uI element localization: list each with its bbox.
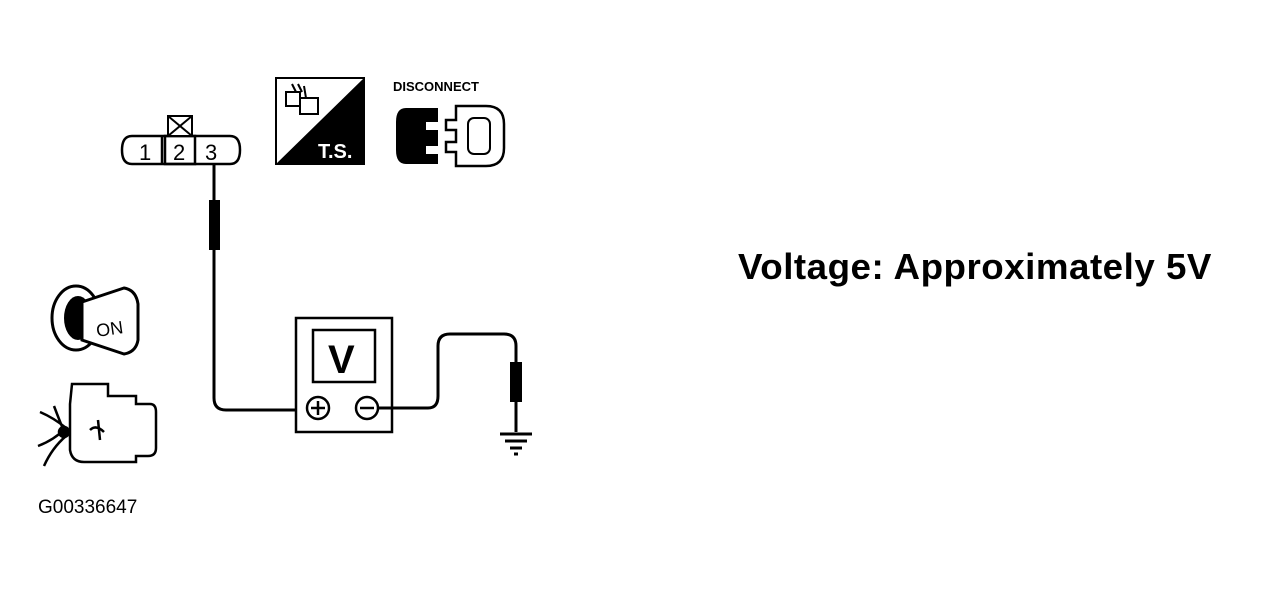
ignition-on-icon: ON bbox=[50, 284, 140, 356]
voltmeter-display-label: V bbox=[328, 338, 355, 382]
disconnect-icon: DISCONNECT bbox=[393, 79, 506, 168]
ground-symbol-icon bbox=[500, 432, 532, 456]
connector-lock-mark bbox=[167, 115, 193, 137]
voltmeter: V bbox=[294, 316, 394, 434]
engine-icon bbox=[37, 382, 158, 467]
voltage-spec-text: Voltage: Approximately 5V bbox=[738, 246, 1212, 287]
test-side-label: T.S. bbox=[318, 141, 352, 163]
ignition-on-label: ON bbox=[95, 317, 125, 341]
plus-terminal-icon bbox=[305, 395, 331, 421]
negative-probe-tip bbox=[510, 362, 522, 402]
pin-2-label: 2 bbox=[173, 140, 185, 165]
harness-connector: 1 2 3 bbox=[120, 115, 242, 166]
positive-probe-lead bbox=[209, 164, 298, 412]
pin-3-label: 3 bbox=[205, 140, 217, 165]
positive-probe-tip bbox=[209, 200, 220, 250]
pin-1-label: 1 bbox=[139, 140, 151, 165]
minus-terminal-icon bbox=[354, 395, 380, 421]
test-side-icon: T.S. bbox=[275, 77, 365, 165]
negative-probe-lead bbox=[378, 332, 522, 432]
disconnect-label: DISCONNECT bbox=[393, 79, 479, 94]
figure-id: G00336647 bbox=[38, 497, 138, 518]
